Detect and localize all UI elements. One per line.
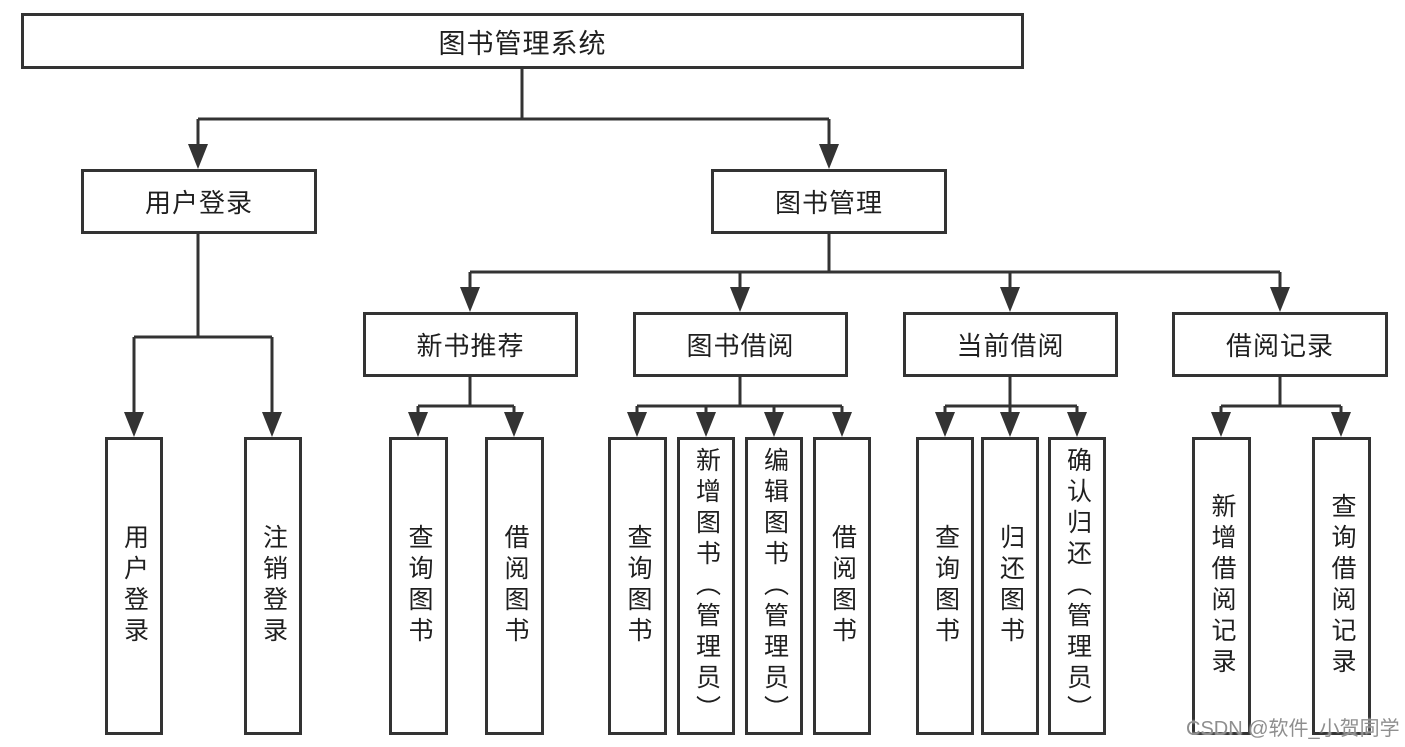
connector-book-mgmt-to-level2 <box>468 234 1282 288</box>
leaf-label: 新增图书（管理员） <box>692 446 721 726</box>
leaf-logout: 注销登录 <box>244 437 302 735</box>
leaf-query-book-current: 查询图书 <box>916 437 974 735</box>
arrowhead <box>504 412 524 437</box>
node-borrow-records: 借阅记录 <box>1172 312 1388 377</box>
leaf-label: 注销登录 <box>259 524 288 648</box>
leaf-add-book-admin: 新增图书（管理员） <box>677 437 735 735</box>
leaf-query-book-borrow: 查询图书 <box>608 437 667 735</box>
arrowhead <box>730 287 750 312</box>
connector-current-borrow-to-children <box>943 377 1079 413</box>
leaf-query-book-recommend: 查询图书 <box>389 437 448 735</box>
connector-book-borrow-to-children <box>635 377 844 413</box>
arrowhead <box>1270 287 1290 312</box>
arrowhead <box>819 144 839 169</box>
arrowhead-layer <box>124 144 1351 437</box>
arrowhead <box>1211 412 1231 437</box>
connector-borrow-records-to-children <box>1219 377 1343 413</box>
node-library-management-system: 图书管理系统 <box>21 13 1024 69</box>
node-book-management: 图书管理 <box>711 169 947 234</box>
node-label: 新书推荐 <box>416 331 525 361</box>
leaf-label: 确认归还（管理员） <box>1063 446 1092 726</box>
leaf-label: 查询图书 <box>405 524 433 648</box>
node-label: 当前借阅 <box>956 331 1065 361</box>
leaf-query-borrow-record: 查询借阅记录 <box>1312 437 1371 735</box>
arrowhead <box>124 412 144 437</box>
csdn-watermark: CSDN @软件_小贺同学 <box>1186 718 1400 740</box>
node-label: 图书管理系统 <box>438 28 607 59</box>
arrowhead <box>935 412 955 437</box>
arrowhead <box>696 412 716 437</box>
leaf-user-login: 用户登录 <box>105 437 163 735</box>
node-new-book-recommend: 新书推荐 <box>363 312 578 377</box>
arrowhead <box>627 412 647 437</box>
node-label: 图书管理 <box>774 188 883 218</box>
arrowhead <box>188 144 208 169</box>
leaf-label: 借阅图书 <box>828 524 857 648</box>
leaf-label: 新增借阅记录 <box>1208 493 1236 679</box>
arrowhead <box>408 412 428 437</box>
leaf-borrow-book: 借阅图书 <box>813 437 871 735</box>
leaf-label: 查询借阅记录 <box>1328 493 1356 679</box>
leaf-label: 编辑图书（管理员） <box>760 446 789 726</box>
leaf-label: 查询图书 <box>931 524 960 648</box>
leaf-label: 查询图书 <box>624 524 652 648</box>
leaf-return-book: 归还图书 <box>981 437 1039 735</box>
leaf-add-borrow-record: 新增借阅记录 <box>1192 437 1251 735</box>
arrowhead <box>1067 412 1087 437</box>
node-current-borrow: 当前借阅 <box>903 312 1118 377</box>
arrowhead <box>1000 287 1020 312</box>
connector-root-to-level1 <box>196 69 831 145</box>
arrowhead <box>764 412 784 437</box>
node-label: 借阅记录 <box>1225 331 1334 361</box>
arrowhead <box>1000 412 1020 437</box>
arrowhead <box>262 412 282 437</box>
node-user-login: 用户登录 <box>81 169 317 234</box>
node-book-borrow: 图书借阅 <box>633 312 848 377</box>
leaf-borrow-book-recommend: 借阅图书 <box>485 437 544 735</box>
connector-user-login-to-children <box>132 234 274 413</box>
node-label: 用户登录 <box>144 188 253 218</box>
leaf-edit-book-admin: 编辑图书（管理员） <box>745 437 803 735</box>
arrowhead <box>1331 412 1351 437</box>
arrowhead <box>832 412 852 437</box>
leaf-label: 用户登录 <box>120 524 149 648</box>
leaf-label: 借阅图书 <box>501 524 529 648</box>
connector-new-book-to-children <box>416 377 516 413</box>
node-label: 图书借阅 <box>686 331 795 361</box>
leaf-confirm-return-admin: 确认归还（管理员） <box>1048 437 1106 735</box>
arrowhead <box>460 287 480 312</box>
leaf-label: 归还图书 <box>996 524 1025 648</box>
